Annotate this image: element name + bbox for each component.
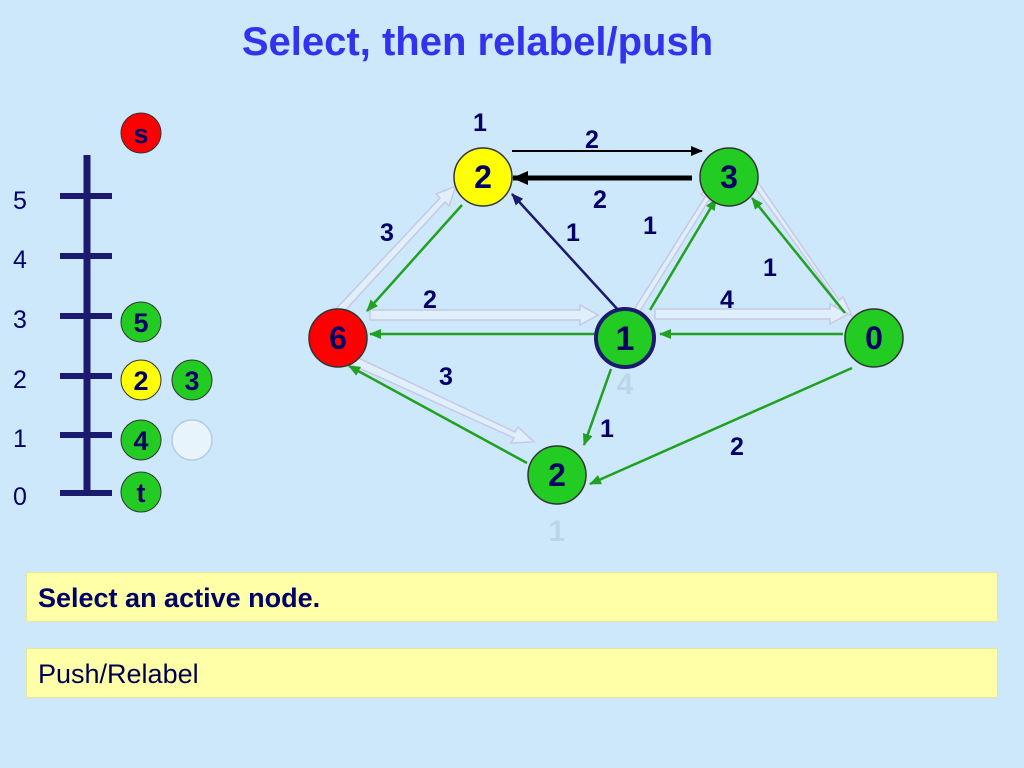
residual-arrow (332, 184, 458, 318)
ladder-height-label: 0 (13, 483, 27, 511)
node-height-above: 1 (473, 109, 487, 137)
message-box-push-relabel: Push/Relabel (26, 648, 998, 698)
ladder-height-label: 2 (13, 366, 27, 394)
node-bottom (527, 445, 587, 505)
page-title: Select, then relabel/push (241, 20, 714, 64)
ladder-node-empty (171, 419, 213, 461)
graph-nodes: 1 2 3 6 1 4 0 2 1 (308, 109, 904, 548)
height-ladder: 5 4 3 2 1 0 s 5 2 3 4 t (13, 112, 213, 513)
residual-arrow (369, 303, 600, 327)
flow-edges (348, 197, 853, 486)
ladder-node-label: 2 (133, 366, 148, 396)
ladder-node (120, 301, 162, 343)
node-left-label: 6 (329, 320, 347, 356)
edge-center-to-topright (648, 198, 718, 311)
node-height-below: 1 (549, 515, 566, 548)
edge-label: 2 (730, 433, 744, 461)
ladder-height-label: 3 (13, 306, 27, 334)
edge-label: 2 (585, 126, 599, 154)
residual-arrow (628, 181, 719, 321)
edge-label: 1 (763, 254, 777, 282)
edge-topleft-to-left (366, 204, 463, 312)
node-top-right-label: 3 (720, 159, 738, 195)
edge-center-to-topleft (511, 193, 621, 313)
node-right (844, 308, 904, 368)
residual-arrow (344, 353, 536, 444)
edge-label: 1 (643, 212, 657, 240)
ladder-node-active (120, 359, 162, 401)
ladder-node (120, 419, 162, 461)
ladder-node-source (120, 112, 162, 154)
edge-label: 3 (380, 219, 394, 247)
edge-labels: 2 2 3 1 1 1 2 4 3 1 2 (380, 126, 777, 461)
node-left (308, 308, 368, 368)
node-center (594, 307, 656, 369)
ladder-height-label: 1 (13, 425, 27, 453)
edge-label: 1 (600, 415, 614, 443)
node-top-left (453, 147, 513, 207)
ladder-node-label: 5 (133, 308, 148, 338)
residual-arrow (753, 179, 854, 318)
edge-center-to-bottom (582, 368, 613, 446)
edge-label: 2 (593, 186, 607, 214)
ladder-node-sink-label: t (137, 478, 146, 508)
edge-right-to-bottom (589, 366, 853, 486)
node-height-below: 4 (617, 368, 634, 401)
ladder-node-source-label: s (133, 119, 148, 149)
edge-label: 3 (439, 363, 453, 391)
edge-label: 4 (720, 286, 734, 314)
edge-right-to-topright (751, 197, 846, 314)
node-bottom-label: 2 (548, 457, 566, 493)
edge-bottom-to-left (348, 364, 528, 465)
ladder-height-label: 5 (13, 187, 27, 215)
edge-label: 2 (423, 286, 437, 314)
node-top-left-label: 2 (474, 159, 492, 195)
node-center-label: 1 (616, 320, 635, 358)
ladder-height-label: 4 (13, 246, 27, 274)
residual-arrows (332, 179, 854, 444)
message-box-select: Select an active node. (26, 572, 998, 622)
ladder-node-label: 3 (184, 366, 199, 396)
node-right-label: 0 (865, 320, 883, 356)
residual-arrow (654, 302, 850, 326)
ladder-node-label: 4 (133, 426, 148, 456)
node-top-right (699, 147, 759, 207)
ladder-node-sink (120, 471, 162, 513)
ladder-node (171, 359, 213, 401)
edge-label: 1 (566, 219, 580, 247)
